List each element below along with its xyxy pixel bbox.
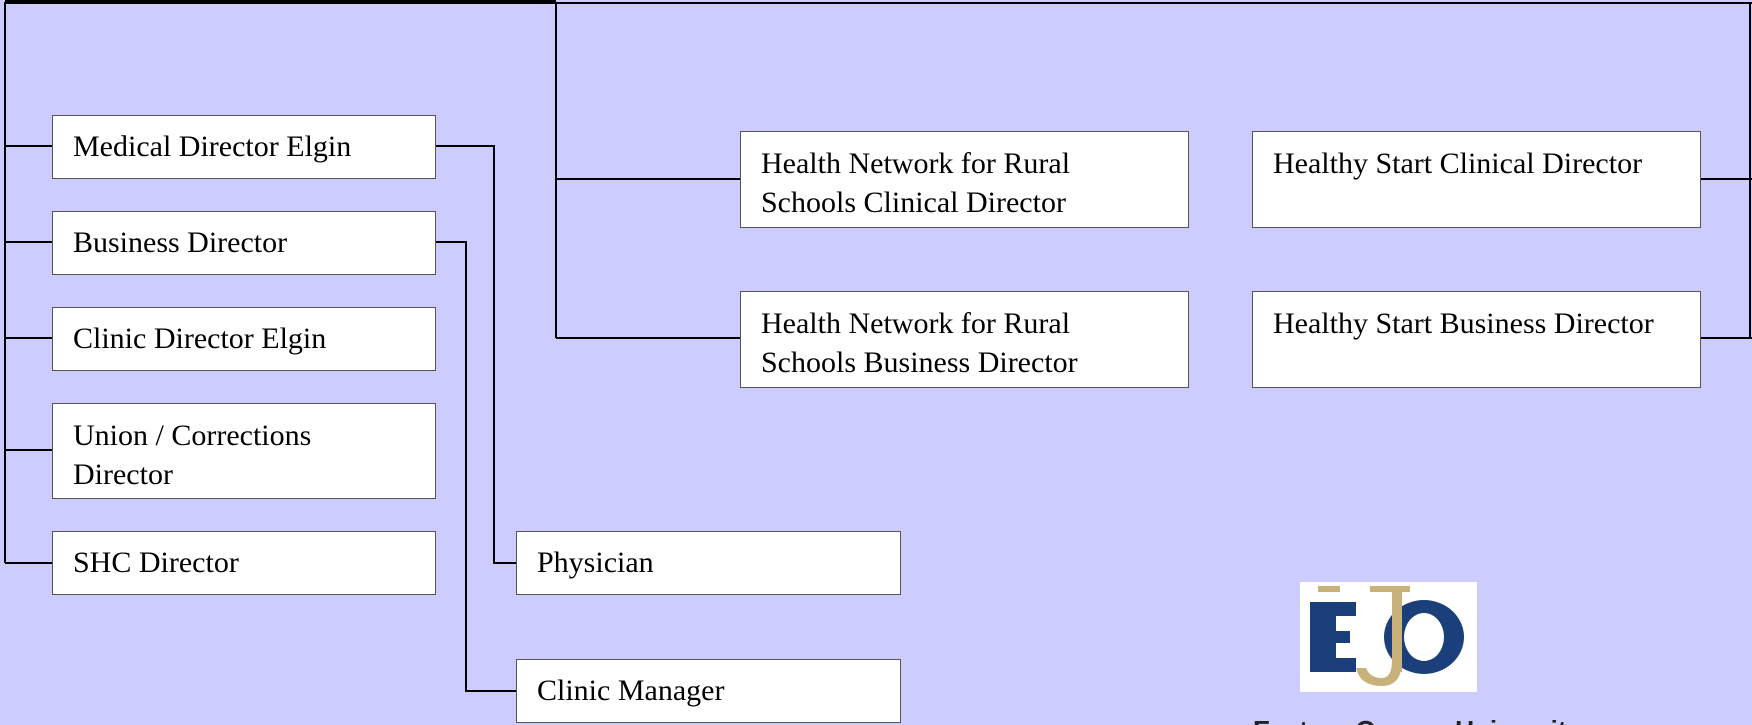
connector-medical-to-physician xyxy=(436,145,516,564)
box-union-corrections-director: Union / Corrections Director xyxy=(52,403,436,499)
label-business-director: Business Director xyxy=(73,226,288,259)
box-clinic-manager: Clinic Manager xyxy=(516,659,901,723)
label-healthy-start-business-director: Healthy Start Business Director xyxy=(1273,307,1654,340)
label-medical-director-elgin: Medical Director Elgin xyxy=(73,130,352,163)
box-physician: Physician xyxy=(516,531,901,595)
label-hnrs-clinical-director: Health Network for Rural Schools Clinica… xyxy=(761,147,1071,219)
box-medical-director-elgin: Medical Director Elgin xyxy=(52,115,436,179)
label-healthy-start-clinical-director: Healthy Start Clinical Director xyxy=(1273,147,1643,180)
connector-business-to-clinic-manager xyxy=(436,241,516,692)
box-business-director: Business Director xyxy=(52,211,436,275)
label-clinic-director-elgin: Clinic Director Elgin xyxy=(73,322,327,355)
label-union-corrections-director: Union / Corrections Director xyxy=(73,419,312,491)
box-healthy-start-clinical-director: Healthy Start Clinical Director xyxy=(1252,131,1701,228)
label-hnrs-business-director: Health Network for Rural Schools Busines… xyxy=(761,307,1078,379)
box-shc-director: SHC Director xyxy=(52,531,436,595)
eou-logo-icon xyxy=(1300,582,1477,692)
label-shc-director: SHC Director xyxy=(73,546,239,579)
label-clinic-manager: Clinic Manager xyxy=(537,674,725,707)
box-healthy-start-business-director: Healthy Start Business Director xyxy=(1252,291,1701,388)
logo-caption: Eastern Oregon University xyxy=(1253,715,1581,725)
box-hnrs-business-director: Health Network for Rural Schools Busines… xyxy=(740,291,1189,388)
box-hnrs-clinical-director: Health Network for Rural Schools Clinica… xyxy=(740,131,1189,228)
box-clinic-director-elgin: Clinic Director Elgin xyxy=(52,307,436,371)
label-physician: Physician xyxy=(537,546,654,579)
eou-logo xyxy=(1300,582,1477,692)
